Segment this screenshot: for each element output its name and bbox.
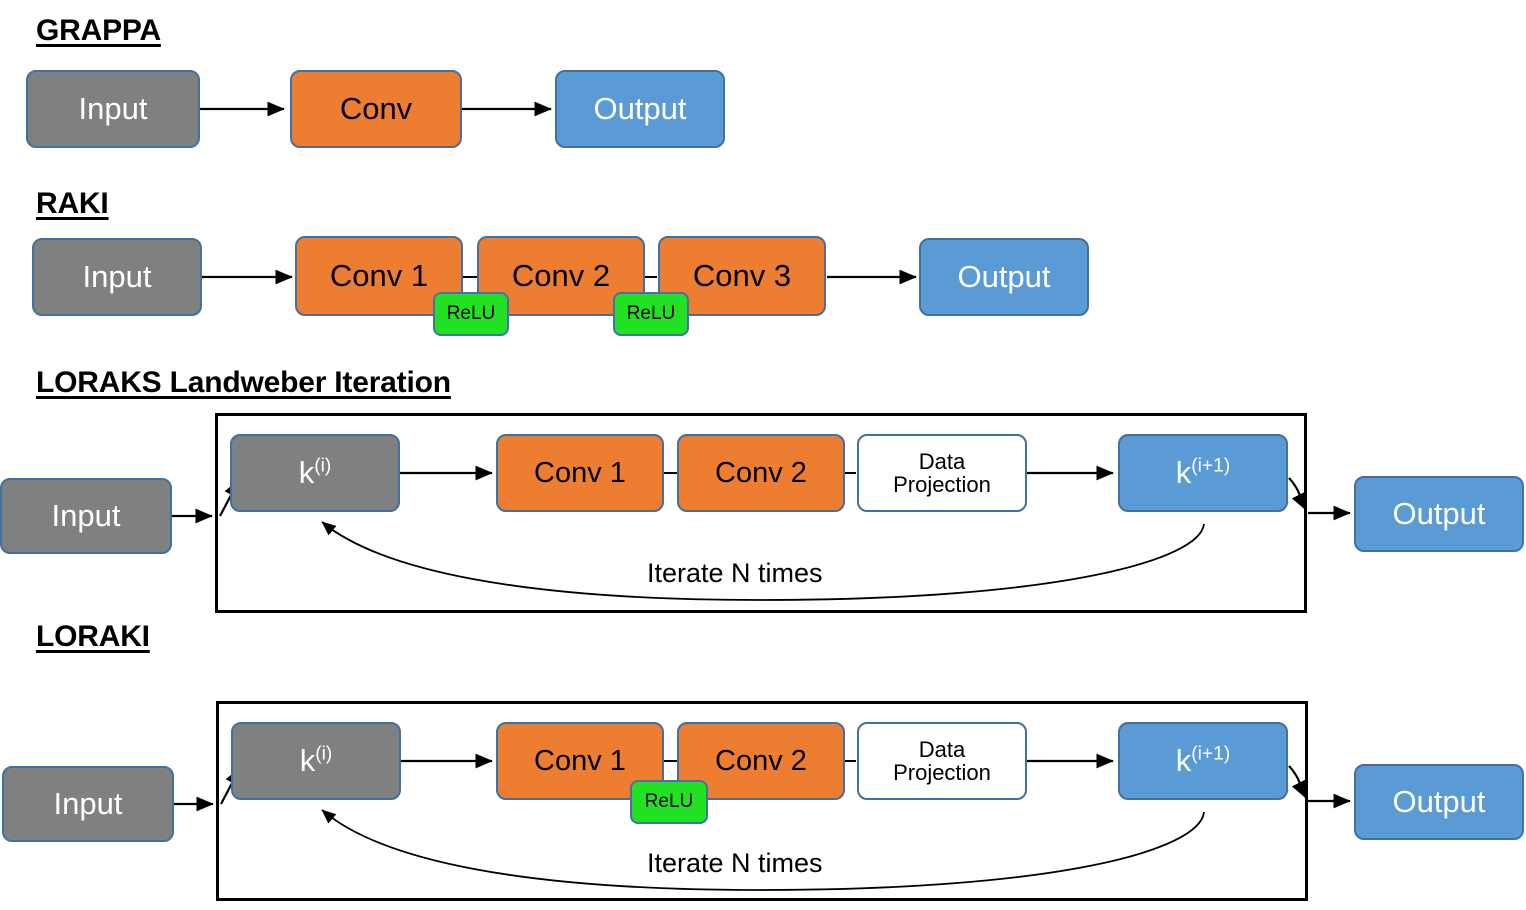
loraks-output-node[interactable]: Output <box>1354 476 1524 552</box>
node-label: Input <box>51 497 121 533</box>
node-label-line1: Data <box>918 736 966 762</box>
loraki-input-node[interactable]: Input <box>2 766 174 842</box>
node-label: Input <box>82 258 152 294</box>
loraks-iteration-container <box>215 413 1307 613</box>
node-label: Output <box>1392 495 1486 531</box>
node-label-line2: Projection <box>893 472 991 497</box>
node-label: k(i+1) <box>1175 454 1231 490</box>
node-label: Output <box>1392 783 1486 819</box>
arrow-loraks-knext-exit <box>1288 477 1307 511</box>
grappa-input-node[interactable]: Input <box>26 70 200 148</box>
node-label: ReLU <box>446 303 496 325</box>
loraki-data-projection-node[interactable]: Data Projection <box>857 722 1027 800</box>
node-label: k(i+1) <box>1175 742 1231 778</box>
arrow-loraks-feedback-loop <box>321 521 1205 601</box>
grappa-conv-node[interactable]: Conv <box>290 70 462 148</box>
grappa-output-node[interactable]: Output <box>555 70 725 148</box>
node-label: k(i) <box>299 742 333 778</box>
node-label: ReLU <box>626 303 676 325</box>
node-label: Conv 3 <box>692 257 792 293</box>
raki-relu2-node[interactable]: ReLU <box>613 292 689 336</box>
raki-input-node[interactable]: Input <box>32 238 202 316</box>
node-label: Conv 1 <box>534 456 626 489</box>
loraks-input-node[interactable]: Input <box>0 478 172 554</box>
section-title-loraks: LORAKS Landweber Iteration <box>36 366 451 399</box>
section-title-grappa: GRAPPA <box>36 14 161 47</box>
section-title-loraki: LORAKI <box>36 620 150 653</box>
loraki-relu-node[interactable]: ReLU <box>630 780 708 824</box>
node-label: Conv 1 <box>534 744 626 777</box>
loraki-iteration-container <box>216 701 1308 901</box>
loraki-k-next-node[interactable]: k(i+1) <box>1118 722 1288 800</box>
arrow-loraki-feedback-loop <box>321 809 1205 891</box>
node-label: Conv 2 <box>715 456 807 489</box>
node-label-line2: Projection <box>893 760 991 785</box>
loraks-conv1-node[interactable]: Conv 1 <box>496 434 664 512</box>
node-label: ReLU <box>644 791 694 813</box>
arrow-loraki-knext-exit <box>1288 765 1307 799</box>
raki-relu1-node[interactable]: ReLU <box>433 292 509 336</box>
node-label: Output <box>957 258 1051 294</box>
loraks-data-projection-node[interactable]: Data Projection <box>857 434 1027 512</box>
node-label: Conv 2 <box>511 257 611 293</box>
node-label: Conv 1 <box>329 257 429 293</box>
node-label: k(i) <box>298 454 332 490</box>
node-label-line1: Data <box>918 448 966 474</box>
loraki-k-current-node[interactable]: k(i) <box>231 722 401 800</box>
node-label: Output <box>593 90 687 126</box>
node-label: Conv <box>339 90 413 126</box>
loraks-loop-label: Iterate N times <box>647 558 823 588</box>
loraki-output-node[interactable]: Output <box>1354 764 1524 840</box>
node-label: Conv 2 <box>715 744 807 777</box>
raki-output-node[interactable]: Output <box>919 238 1089 316</box>
loraks-conv2-node[interactable]: Conv 2 <box>677 434 845 512</box>
node-label: Input <box>78 90 148 126</box>
section-title-raki: RAKI <box>36 187 109 220</box>
loraks-k-current-node[interactable]: k(i) <box>230 434 400 512</box>
node-label: Input <box>53 785 123 821</box>
loraki-loop-label: Iterate N times <box>647 848 823 878</box>
loraks-k-next-node[interactable]: k(i+1) <box>1118 434 1288 512</box>
